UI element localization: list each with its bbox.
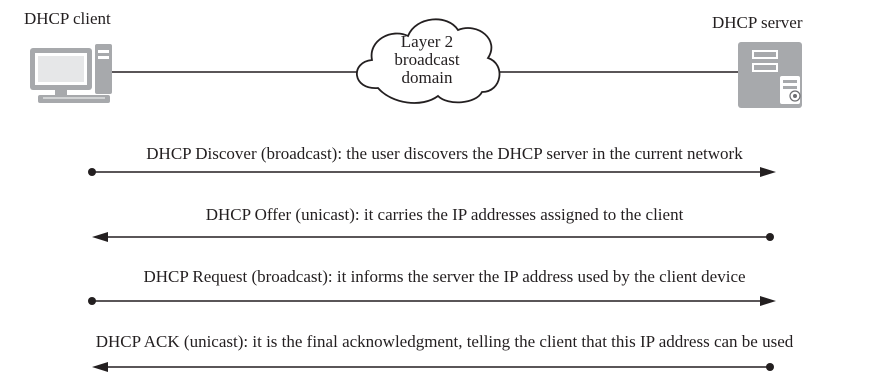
arrow-discover [88, 167, 776, 177]
cloud-label-line-1: Layer 2 [400, 32, 454, 51]
message-request: DHCP Request (broadcast): it informs the… [143, 267, 746, 286]
arrowhead-left [92, 362, 108, 372]
cloud-label: Layer 2 broadcast domain [374, 33, 480, 87]
message-offer: DHCP Offer (unicast): it carries the IP … [205, 205, 684, 224]
desktop-computer-icon [30, 44, 112, 103]
arrow-offer [92, 232, 774, 242]
arrow-ack [92, 362, 774, 372]
cloud-label-line-3: domain [401, 68, 453, 87]
server-icon [738, 42, 802, 108]
cloud-icon [355, 18, 501, 104]
client-label: DHCP client [24, 9, 111, 28]
arrowhead-right [760, 167, 776, 177]
message-ack: DHCP ACK (unicast): it is the final ackn… [95, 332, 794, 351]
message-discover: DHCP Discover (broadcast): the user disc… [146, 144, 743, 163]
arrow-request [88, 296, 776, 306]
server-label: DHCP server [712, 13, 803, 32]
arrowhead-left [92, 232, 108, 242]
arrowhead-right [760, 296, 776, 306]
cloud-label-line-2: broadcast [394, 50, 460, 69]
